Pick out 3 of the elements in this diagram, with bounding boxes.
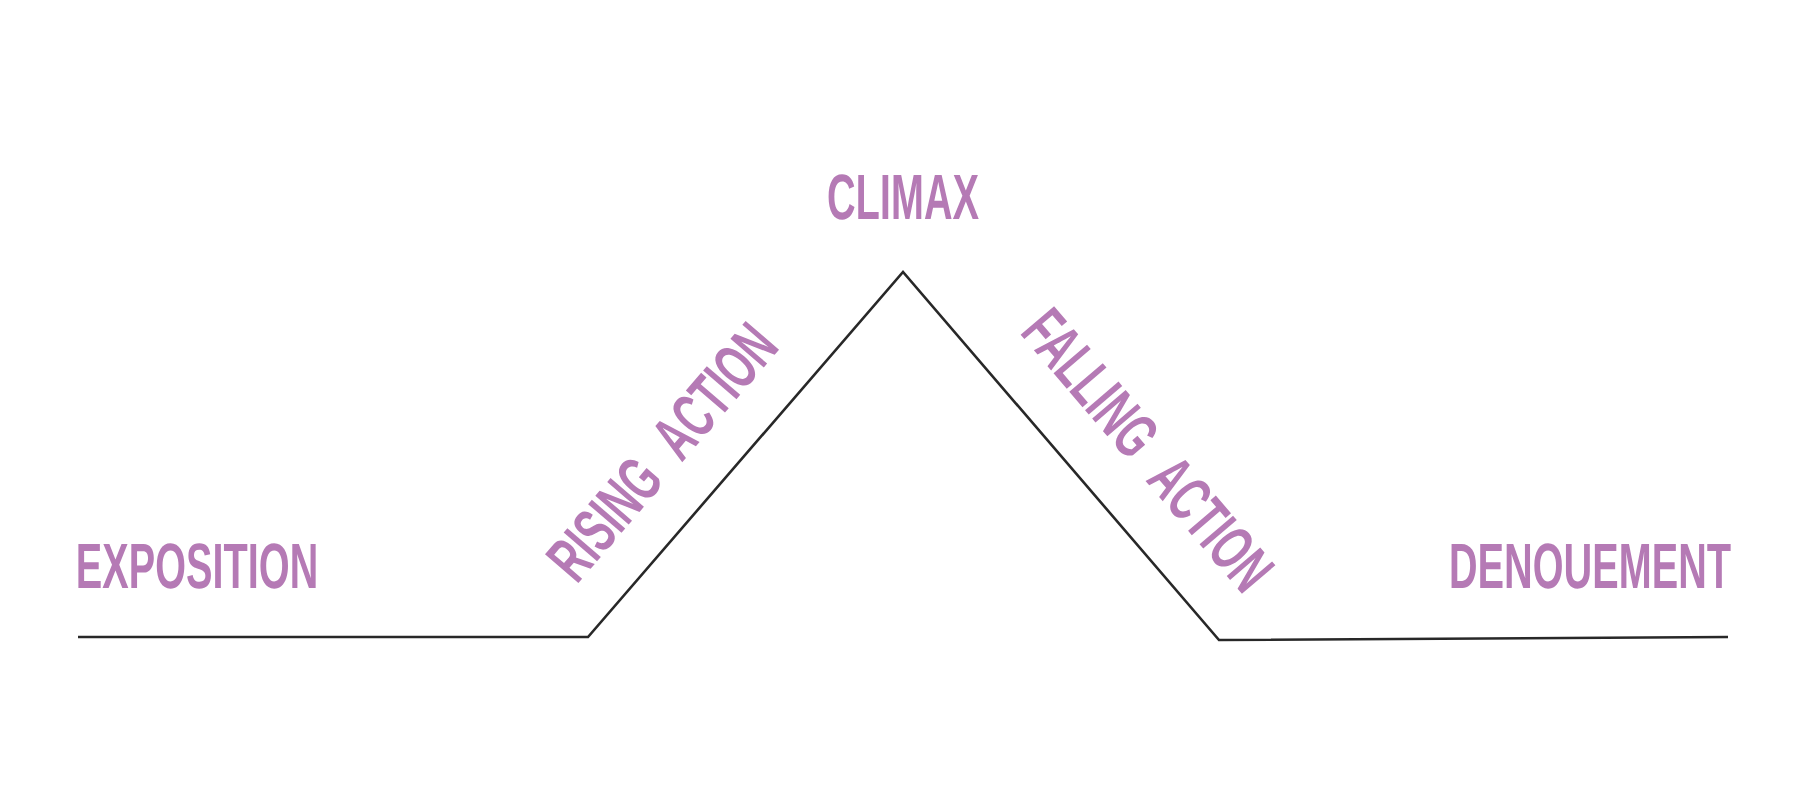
stage-label: CLIMAX [828, 174, 979, 220]
stage-label: EXPOSITION [78, 543, 316, 589]
stage-label: DENOUEMENT [1451, 543, 1731, 589]
